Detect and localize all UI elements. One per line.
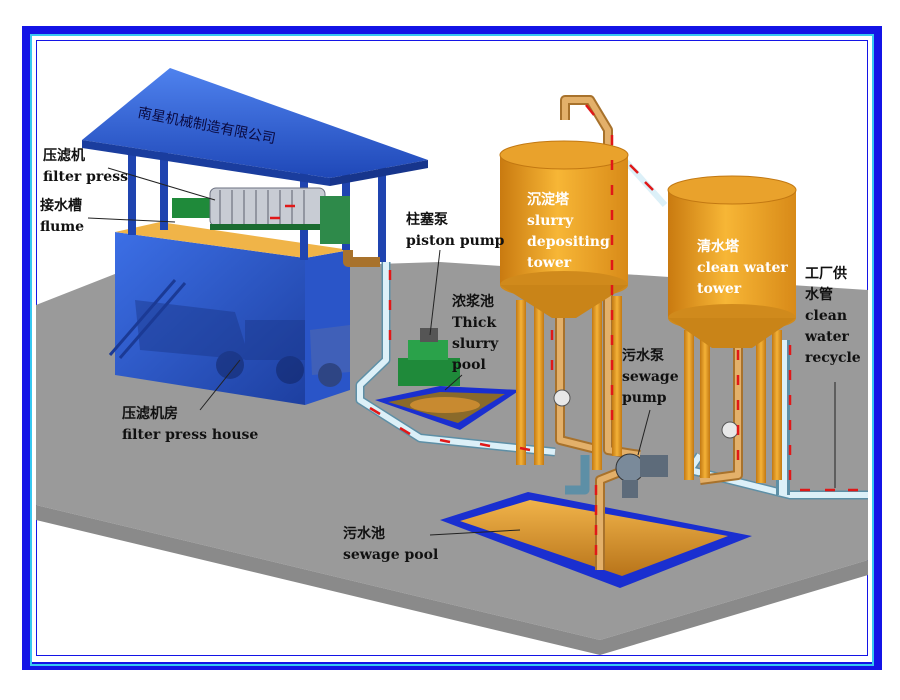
label-thick-slurry-pool-en3: pool (452, 357, 486, 373)
label-thick-slurry-pool-zh: 浓浆池 (452, 294, 494, 310)
label-clean-water-recycle: 工厂供 水管 clean water recycle (805, 264, 861, 369)
label-slurry-tower-en2: depositing (527, 234, 610, 250)
label-recycle-en2: water (805, 329, 849, 345)
thick-slurry-sludge (410, 397, 480, 413)
sewage-pump-machine (615, 453, 668, 498)
truck-silhouette (135, 300, 350, 387)
label-sewage-pump-en2: pump (622, 390, 667, 406)
label-clean-tower-en1: clean water (697, 260, 788, 276)
label-sewage-pump-en1: sewage (622, 369, 679, 385)
label-flume: 接水槽 flume (40, 196, 84, 238)
house-roof-side (330, 160, 428, 186)
house-front (115, 232, 305, 405)
label-flume-zh: 接水槽 (40, 198, 82, 214)
flow-arrows (270, 104, 858, 555)
label-thick-slurry-pool-en1: Thick (452, 315, 497, 331)
label-thick-slurry-pool-en2: slurry (452, 336, 499, 352)
label-slurry-tower-zh: 沉淀塔 (527, 192, 569, 208)
clean-water-tower (667, 175, 797, 483)
label-piston-pump-zh: 柱塞泵 (406, 212, 448, 228)
house-roof-edge (82, 140, 330, 186)
label-recycle-zh1: 工厂供 (805, 266, 847, 282)
label-slurry-depositing-tower: 沉淀塔 slurry depositing tower (527, 190, 610, 274)
label-piston-pump-en: piston pump (406, 233, 505, 249)
label-recycle-en1: clean (805, 308, 847, 324)
outer-frame (22, 26, 882, 670)
label-slurry-tower-en1: slurry (527, 213, 574, 229)
frame-inner-strip (30, 34, 874, 666)
label-sewage-pump-zh: 污水泵 (622, 348, 664, 364)
slurry-depositing-tower (499, 140, 629, 470)
label-clean-water-tower: 清水塔 clean water tower (697, 237, 788, 300)
label-piston-pump: 柱塞泵 piston pump (406, 210, 504, 252)
label-thick-slurry-pool: 浓浆池 Thick slurry pool (452, 292, 498, 376)
label-clean-tower-zh: 清水塔 (697, 239, 739, 255)
label-filter-press-house: 压滤机房 filter press house (122, 404, 258, 446)
label-sewage-pump: 污水泵 sewage pump (622, 346, 679, 409)
label-sewage-pool-en: sewage pool (343, 547, 439, 563)
label-sewage-pool-zh: 污水池 (343, 526, 385, 542)
house-side (305, 250, 350, 405)
label-sewage-pool: 污水池 sewage pool (343, 524, 438, 566)
label-filter-press-en: filter press (43, 169, 128, 185)
house-top (115, 222, 350, 258)
sewage-pool-inner (460, 500, 728, 576)
label-recycle-zh2: 水管 (805, 287, 833, 303)
label-flume-en: flume (40, 219, 85, 235)
label-slurry-tower-en3: tower (527, 255, 572, 271)
label-filter-press: 压滤机 filter press (43, 146, 128, 188)
label-clean-tower-en2: tower (697, 281, 742, 297)
label-filter-press-zh: 压滤机 (43, 148, 85, 164)
label-filter-press-house-zh: 压滤机房 (122, 406, 178, 422)
ramp (108, 279, 187, 359)
label-filter-press-house-en: filter press house (122, 427, 259, 443)
house-roof (82, 68, 428, 178)
label-recycle-en3: recycle (805, 350, 861, 366)
